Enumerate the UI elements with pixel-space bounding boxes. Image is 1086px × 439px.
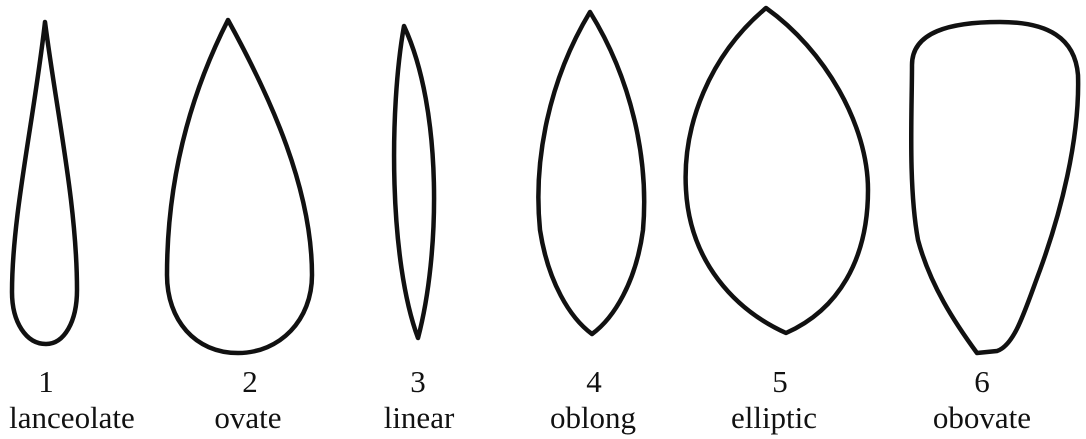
shape-number-5: 5 — [772, 364, 788, 399]
oblong-outline — [536, 9, 647, 337]
linear-outline — [391, 23, 437, 341]
lanceolate-outline — [9, 19, 80, 347]
elliptic-outline — [683, 5, 871, 336]
shape-number-6: 6 — [974, 364, 990, 399]
shape-group-oblong: 4 oblong — [536, 9, 647, 435]
shape-number-2: 2 — [242, 364, 258, 399]
shape-number-1: 1 — [38, 364, 54, 399]
obovate-outline — [908, 19, 1081, 356]
shape-group-obovate: 6 obovate — [908, 19, 1081, 435]
shape-group-ovate: 2 ovate — [164, 17, 315, 435]
shape-number-3: 3 — [410, 364, 426, 399]
shape-name-linear: linear — [384, 400, 455, 435]
ovate-outline — [164, 17, 315, 356]
shape-name-oblong: oblong — [550, 400, 636, 435]
shape-name-lanceolate: lanceolate — [9, 400, 135, 435]
shape-number-4: 4 — [586, 364, 602, 399]
shape-name-ovate: ovate — [214, 400, 281, 435]
shape-name-obovate: obovate — [933, 400, 1031, 435]
shape-name-elliptic: elliptic — [731, 400, 817, 435]
shape-group-linear: 3 linear — [384, 23, 455, 435]
shape-group-elliptic: 5 elliptic — [683, 5, 871, 435]
shape-group-lanceolate: 1 lanceolate — [9, 19, 135, 435]
